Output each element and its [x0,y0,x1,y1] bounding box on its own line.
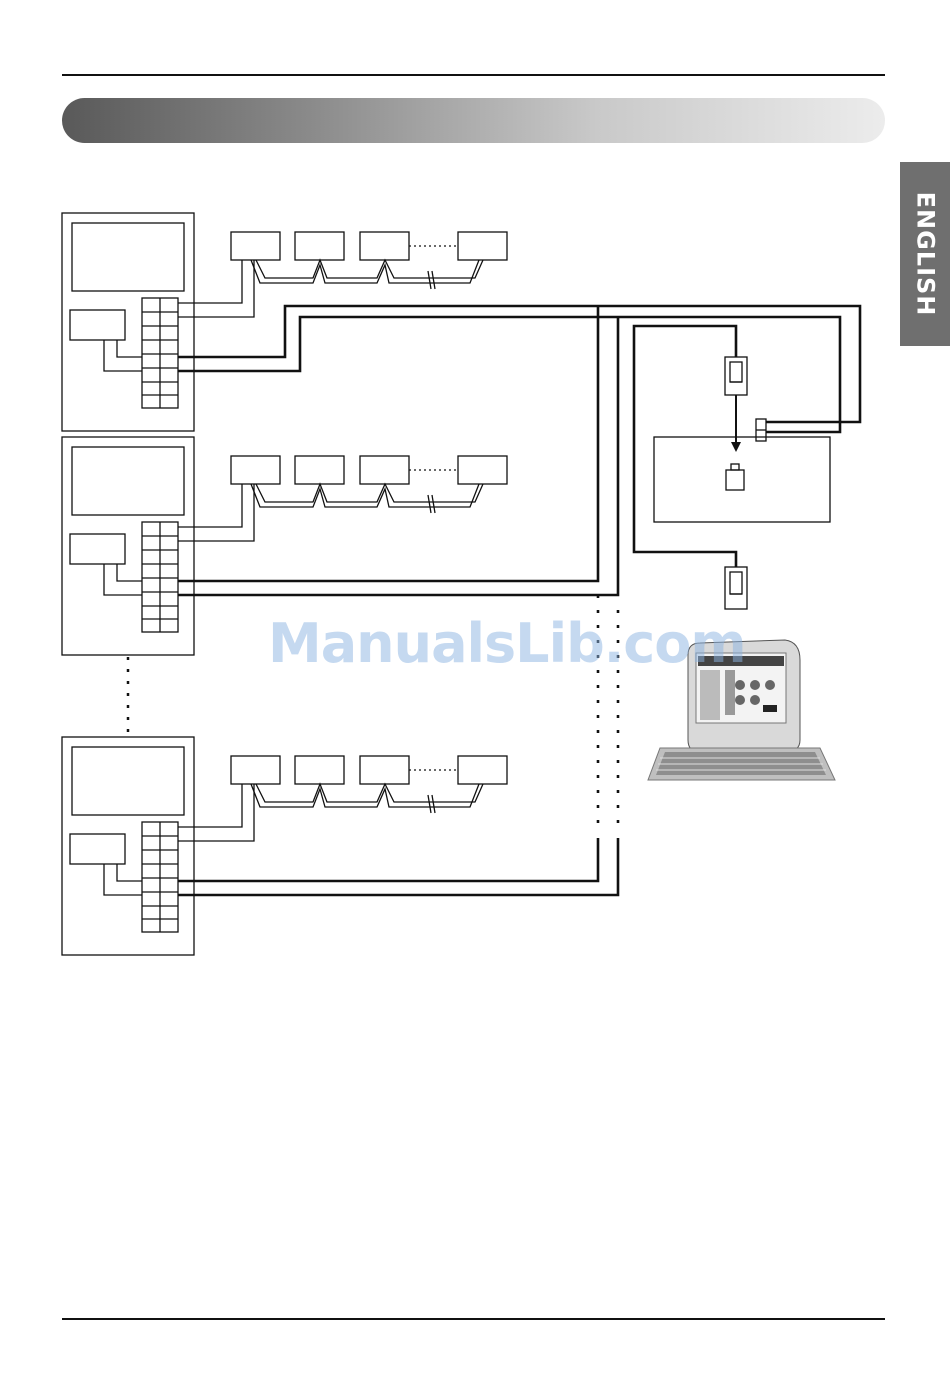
indoor-unit-box [360,756,409,784]
watermark: ManualsLib.com [268,612,746,675]
indoor-unit-box [458,456,507,484]
indoor-unit-box [295,456,344,484]
pc-interface [634,326,830,609]
control-pcb [70,834,125,864]
connector-plug-bottom [725,567,747,609]
indoor-units-row-2 [178,456,507,541]
indoor-units-row-1 [178,232,507,317]
terminal-block [142,298,178,408]
terminal-block [142,522,178,632]
control-pcb [70,534,125,564]
outdoor-unit-2 [62,437,194,655]
indoor-unit-box [458,232,507,260]
arrow-head [731,442,741,452]
indoor-unit-box [295,232,344,260]
outdoor-unit-frame [62,213,194,431]
connector-plug-top [725,357,747,395]
indoor-unit-box [295,756,344,784]
outdoor-unit-1 [62,213,194,431]
indoor-unit-box [231,232,280,260]
outdoor-unit-display-area [72,447,184,515]
indoor-unit-box [360,456,409,484]
outdoor-unit-frame [62,437,194,655]
interface-module-box [654,437,830,522]
indoor-unit-box [360,232,409,260]
indoor-units-row-3 [178,756,507,841]
outdoor-unit-3 [62,737,194,955]
terminal-block [142,822,178,932]
outdoor-unit-frame [62,737,194,955]
footer-rule [62,1318,885,1320]
outdoor-unit-display-area [72,223,184,291]
indoor-unit-box [231,456,280,484]
indoor-unit-box [458,756,507,784]
indoor-unit-box [231,756,280,784]
outdoor-unit-display-area [72,747,184,815]
control-pcb [70,310,125,340]
module-port [726,470,744,490]
